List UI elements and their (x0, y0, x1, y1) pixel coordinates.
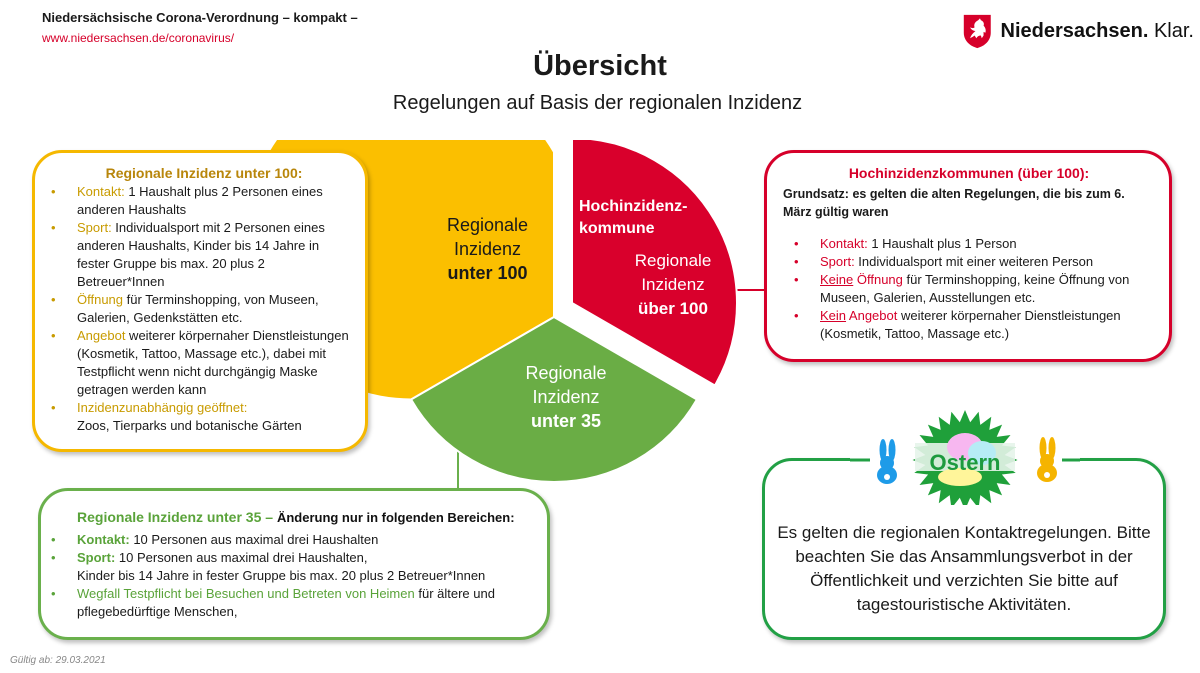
list-item: Kontakt: 10 Personen aus maximal drei Ha… (51, 531, 533, 549)
list-item: Kein Angebot weiterer körpernaher Dienst… (794, 307, 1155, 343)
easter-egg-icon (938, 468, 982, 486)
header-url-link[interactable]: www.niedersachsen.de/coronavirus/ (42, 31, 235, 45)
easter-badge: Ostern (850, 410, 1080, 505)
list-item: Keine Öffnung für Terminshopping, keine … (794, 271, 1155, 307)
list-item: Angebot weiterer körpernaher Dienstleist… (51, 327, 351, 399)
red-box-grundsatz: Grundsatz: es gelten die alten Regelunge… (783, 187, 1125, 219)
green-box-title: Regionale Inzidenz unter 35 – Änderung n… (77, 509, 515, 525)
page-subtitle: Regelungen auf Basis der regionalen Inzi… (392, 92, 803, 114)
header-title: Niedersächsische Corona-Verordnung – kom… (42, 10, 358, 25)
list-item: Öffnung für Terminshopping, von Museen, … (51, 291, 351, 327)
list-item: Sport: 10 Personen aus maximal drei Haus… (51, 549, 533, 585)
logo-text: Niedersachsen. Klar. (1000, 19, 1194, 42)
niedersachsen-logo: Niedersachsen. Klar. (962, 10, 1194, 52)
red-box-list: Kontakt: 1 Haushalt plus 1 PersonSport: … (783, 235, 1155, 343)
list-item: Sport: Individualsport mit einer weitere… (794, 253, 1155, 271)
page-title: Übersicht (533, 50, 667, 82)
valid-from-date: Gültig ab: 29.03.2021 (10, 655, 106, 666)
list-item: Wegfall Testpflicht bei Besuchen und Bet… (51, 585, 533, 621)
yellow-info-box: Regionale Inzidenz unter 100: Kontakt: 1… (32, 150, 368, 452)
easter-text: Es gelten die regionalen Kontaktregelung… (777, 523, 1151, 614)
ostern-label: Ostern (930, 450, 1001, 475)
coat-of-arms-horse-icon (963, 14, 991, 49)
list-item: Inzidenzunabhängig geöffnet:Zoos, Tierpa… (51, 399, 351, 435)
list-item: Kontakt: 1 Haushalt plus 2 Personen eine… (51, 183, 351, 219)
list-item: Kontakt: 1 Haushalt plus 1 Person (794, 235, 1155, 253)
easter-egg-icon (968, 441, 996, 465)
yellow-box-list: Kontakt: 1 Haushalt plus 2 Personen eine… (51, 183, 351, 435)
list-item: Sport: Individualsport mit 2 Personen ei… (51, 219, 351, 291)
green-box-list: Kontakt: 10 Personen aus maximal drei Ha… (51, 531, 533, 621)
red-box-title: Hochinzidenzkommunen (über 100): (848, 165, 1090, 181)
yellow-box-title: Regionale Inzidenz unter 100: (105, 165, 303, 181)
green-info-box: Regionale Inzidenz unter 35 – Änderung n… (38, 488, 550, 640)
pie-label-red-heading: Hochinzidenz-kommune (579, 198, 688, 237)
red-info-box: Hochinzidenzkommunen (über 100): Grundsa… (764, 150, 1172, 362)
